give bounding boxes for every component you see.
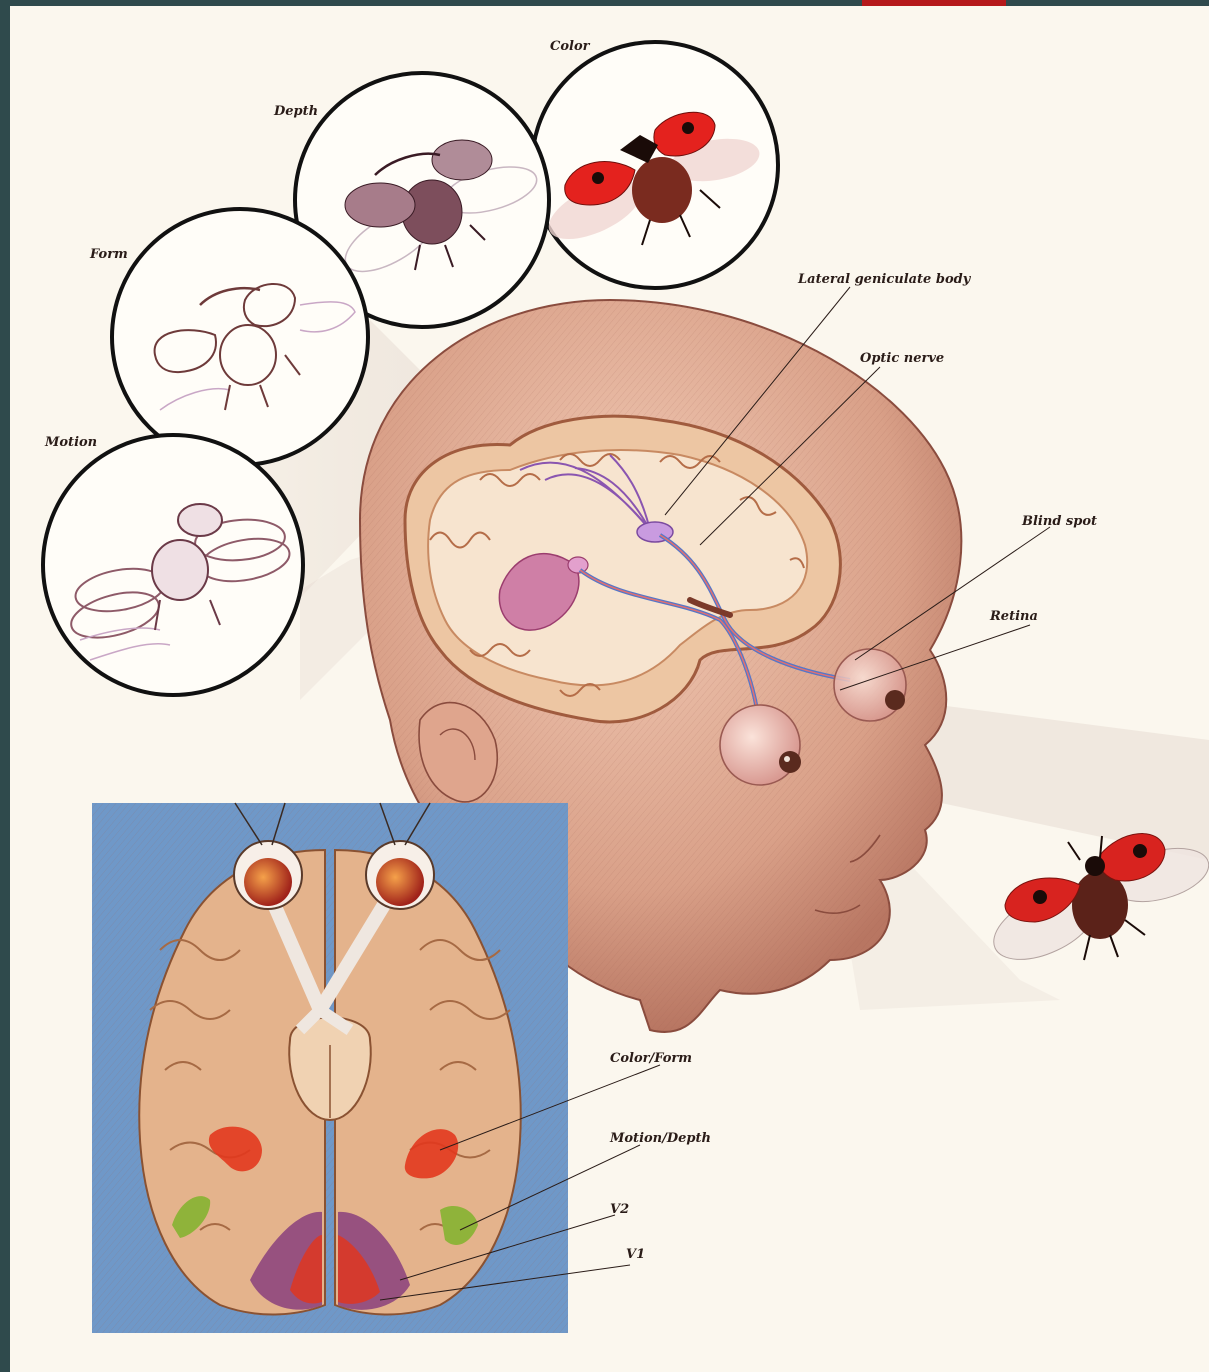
label-color-form: Color/Form <box>610 1051 692 1066</box>
eye-near <box>720 705 801 785</box>
label-blind-spot: Blind spot <box>1021 514 1097 529</box>
ladybug-icon <box>983 834 1209 974</box>
label-v2: V2 <box>610 1202 629 1217</box>
label-motion: Motion <box>44 435 97 450</box>
eye-far <box>834 649 906 721</box>
label-depth: Depth <box>273 104 318 119</box>
label-optic-nerve: Optic nerve <box>860 351 944 366</box>
bubble-color <box>532 42 778 288</box>
label-form: Form <box>89 247 128 262</box>
bubble-form <box>112 209 368 465</box>
inferior-brain-inset <box>92 803 568 1333</box>
label-retina: Retina <box>989 609 1038 624</box>
label-motion-depth: Motion/Depth <box>609 1131 711 1146</box>
label-v1: V1 <box>626 1247 645 1262</box>
bubble-motion <box>43 435 303 695</box>
label-color: Color <box>550 39 591 54</box>
label-lateral-geniculate-body: Lateral geniculate body <box>797 272 972 287</box>
